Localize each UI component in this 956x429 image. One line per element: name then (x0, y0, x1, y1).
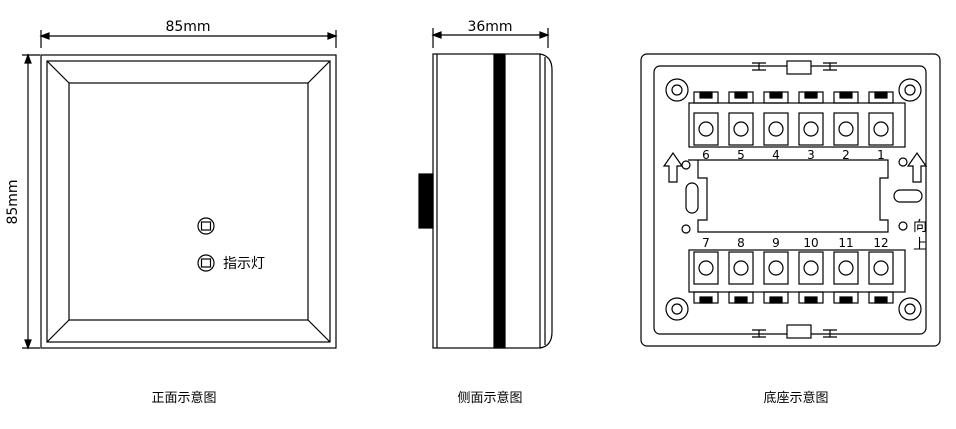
top-terminals (693, 91, 894, 146)
front-view-caption: 正面示意图 (151, 390, 216, 406)
top-terminal-block (688, 102, 906, 148)
terminal-number: 7 (702, 236, 710, 250)
front-outer-frame (40, 54, 337, 349)
front-width-dim: 85mm (165, 19, 210, 35)
indicator-light-icon (197, 217, 215, 235)
up-arrow-icon (662, 151, 684, 183)
side-view-caption: 侧面示意图 (457, 390, 522, 406)
bottom-terminal-block (688, 249, 906, 293)
indicator-label: 指示灯 (223, 256, 265, 272)
base-view (640, 53, 941, 347)
up-label: 向 (913, 219, 927, 235)
terminal-number: 12 (873, 236, 888, 250)
terminal-number: 6 (702, 148, 710, 162)
terminal-number: 1 (877, 148, 885, 162)
terminal-number: 2 (842, 148, 850, 162)
base-outer-frame (640, 53, 941, 347)
terminal-number: 4 (772, 148, 780, 162)
base-view-caption: 底座示意图 (763, 390, 828, 406)
bottom-terminals (693, 251, 894, 304)
side-mount-block (418, 173, 434, 229)
terminal-number: 9 (772, 236, 780, 250)
side-view (418, 28, 553, 349)
terminal-number: 3 (807, 148, 815, 162)
side-black-band (493, 53, 506, 349)
side-body (432, 53, 541, 349)
terminal-number: 11 (838, 236, 853, 250)
front-view (22, 30, 338, 350)
terminal-number: 10 (803, 236, 818, 250)
front-panel (68, 82, 309, 321)
terminal-number: 5 (737, 148, 745, 162)
front-height-dim: 85mm (5, 179, 21, 224)
mount-slot (685, 182, 699, 214)
up-arrow-icon (906, 151, 928, 183)
mount-slot (893, 189, 923, 203)
indicator-light-icon (197, 254, 215, 272)
terminal-number: 8 (737, 236, 745, 250)
side-depth-dim: 36mm (467, 19, 512, 35)
up-label: 上 (913, 237, 927, 253)
